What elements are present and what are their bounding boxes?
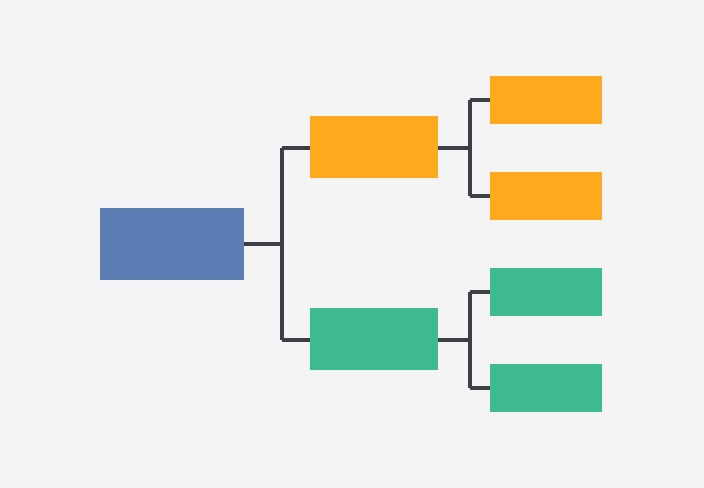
connector-root-to-mid — [244, 146, 310, 342]
leaf-node-3[interactable] — [490, 268, 602, 316]
connector-mid-top-to-leaves — [438, 98, 490, 198]
root-node[interactable] — [100, 208, 244, 280]
leaf-node-4[interactable] — [490, 364, 602, 412]
leaf-node-1[interactable] — [490, 76, 602, 124]
branch-node-bottom[interactable] — [310, 308, 438, 370]
branch-node-top[interactable] — [310, 116, 438, 178]
connector-mid-bottom-to-leaves — [438, 290, 490, 390]
leaf-node-2[interactable] — [490, 172, 602, 220]
